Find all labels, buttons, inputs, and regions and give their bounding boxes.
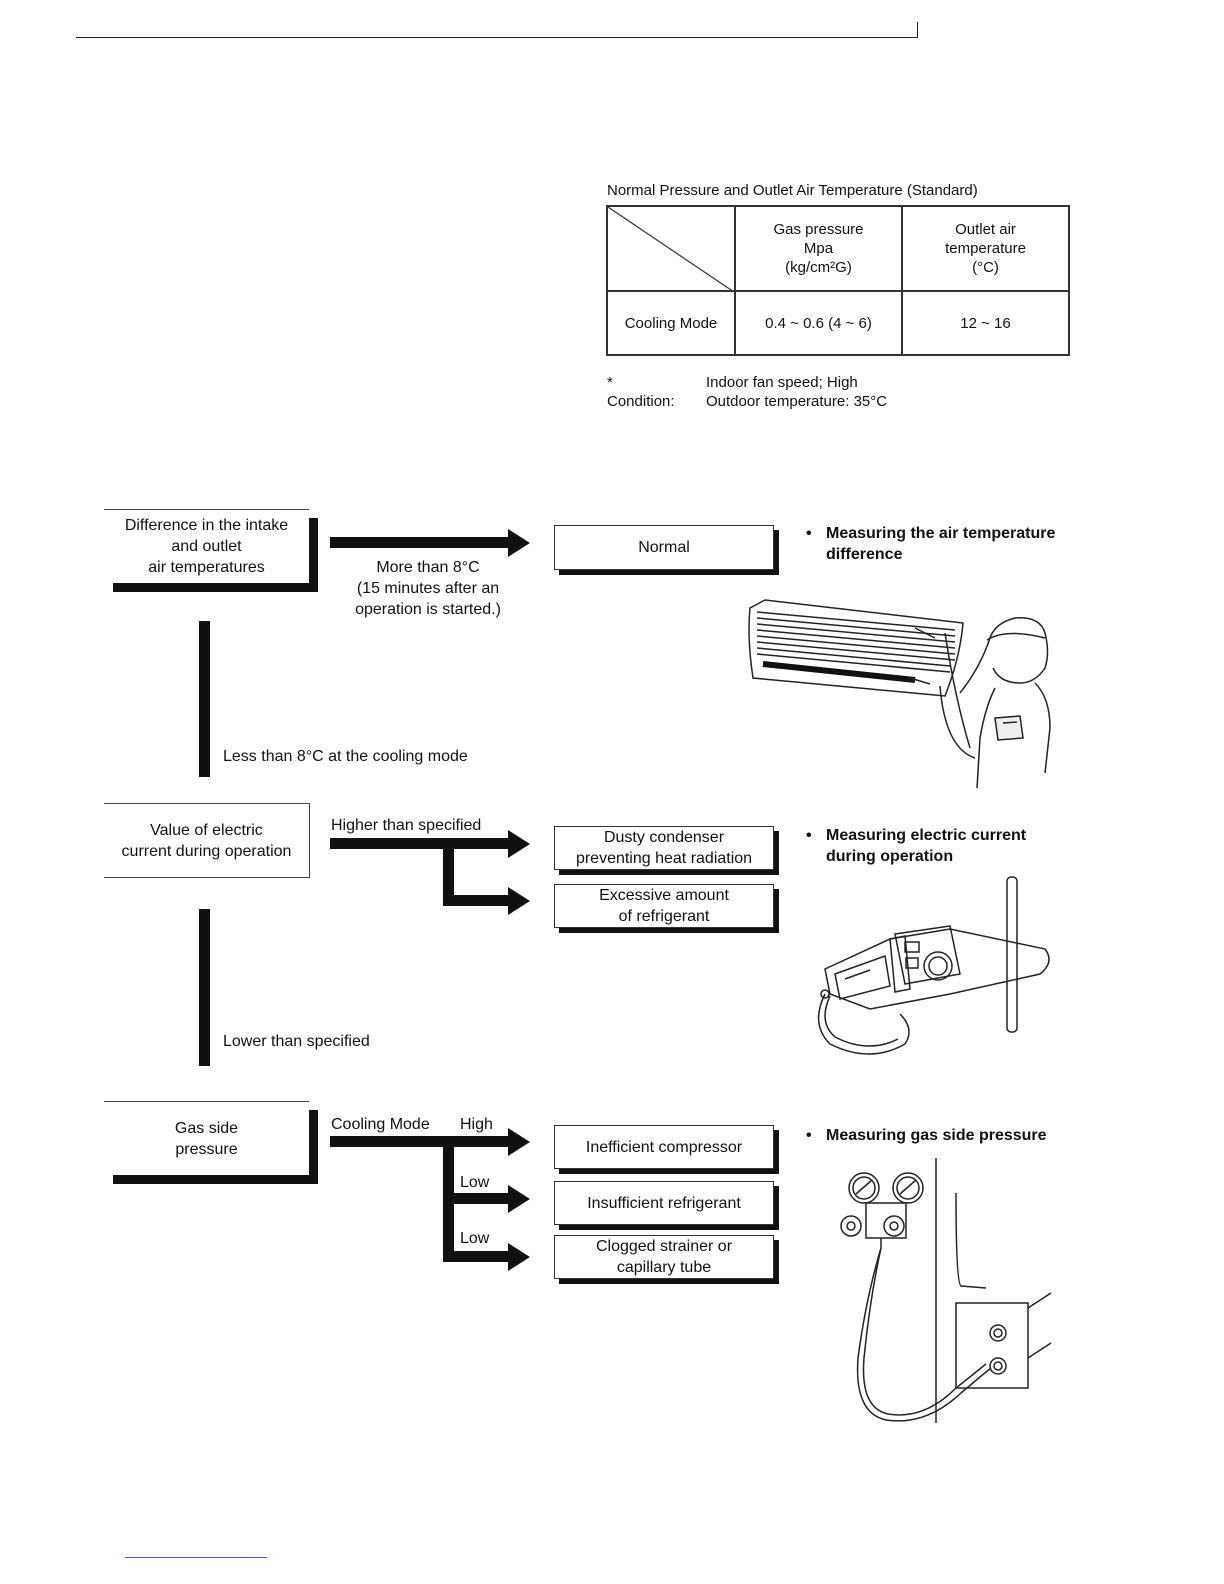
header-rule-tick — [917, 22, 918, 38]
label-more-than-8c: More than 8°C (15 minutes after an opera… — [355, 559, 501, 618]
arrow-pressure-branch — [330, 1128, 530, 1271]
down-connector-2 — [199, 909, 210, 1066]
result-insufficient-refrigerant: Insufficient refrigerant — [554, 1181, 774, 1225]
result-normal: Normal — [554, 525, 774, 570]
label-higher-than-specified: Higher than specified — [331, 817, 482, 834]
cell-gas-pressure-value: 0.4 ~ 0.6 (4 ~ 6) — [734, 290, 903, 356]
gauge-manifold-illustration — [840, 1158, 1052, 1423]
label-low-2: Low — [460, 1230, 490, 1247]
table-caption: Normal Pressure and Outlet Air Temperatu… — [607, 182, 978, 199]
bullet-dot: • — [806, 827, 812, 844]
technician-measuring-illustration — [748, 599, 1051, 789]
pressure-temperature-table: Gas pressure Mpa (kg/cm²G) Outlet air te… — [606, 205, 1070, 356]
down-connector-1 — [199, 621, 210, 777]
cell-outlet-temperature-value: 12 ~ 16 — [901, 290, 1070, 356]
bullet-dot: • — [806, 525, 812, 542]
header-rule — [76, 37, 918, 38]
label-lower-than-specified: Lower than specified — [223, 1033, 370, 1050]
table-corner-cell — [606, 205, 736, 292]
footer-link-underline — [125, 1557, 267, 1558]
label-low-1: Low — [460, 1174, 490, 1191]
label-cooling-mode: Cooling Mode — [331, 1116, 430, 1133]
label-high: High — [460, 1116, 493, 1133]
box-air-temperature-difference: Difference in the intake and outlet air … — [104, 509, 309, 583]
diagonal-line — [608, 207, 734, 292]
box-gas-side-pressure: Gas side pressure — [104, 1101, 309, 1175]
header-gas-pressure: Gas pressure Mpa (kg/cm²G) — [734, 205, 903, 292]
condition-line-1: Indoor fan speed; High — [706, 374, 858, 391]
header-outlet-air-temperature: Outlet air temperature (°C) — [901, 205, 1070, 292]
result-inefficient-compressor: Inefficient compressor — [554, 1125, 774, 1169]
arrow-higher-branch — [330, 830, 530, 915]
condition-label: * Condition: — [607, 374, 675, 410]
box-electric-current: Value of electric current during operati… — [104, 803, 310, 878]
arrow-to-normal — [330, 529, 530, 557]
condition-line-2: Outdoor temperature: 35°C — [706, 393, 888, 410]
label-less-than-8c: Less than 8°C at the cooling mode — [223, 748, 468, 765]
clamp-meter-illustration — [817, 876, 1050, 1055]
bullet-dot: • — [806, 1127, 812, 1144]
row-label-cooling-mode: Cooling Mode — [606, 290, 736, 356]
